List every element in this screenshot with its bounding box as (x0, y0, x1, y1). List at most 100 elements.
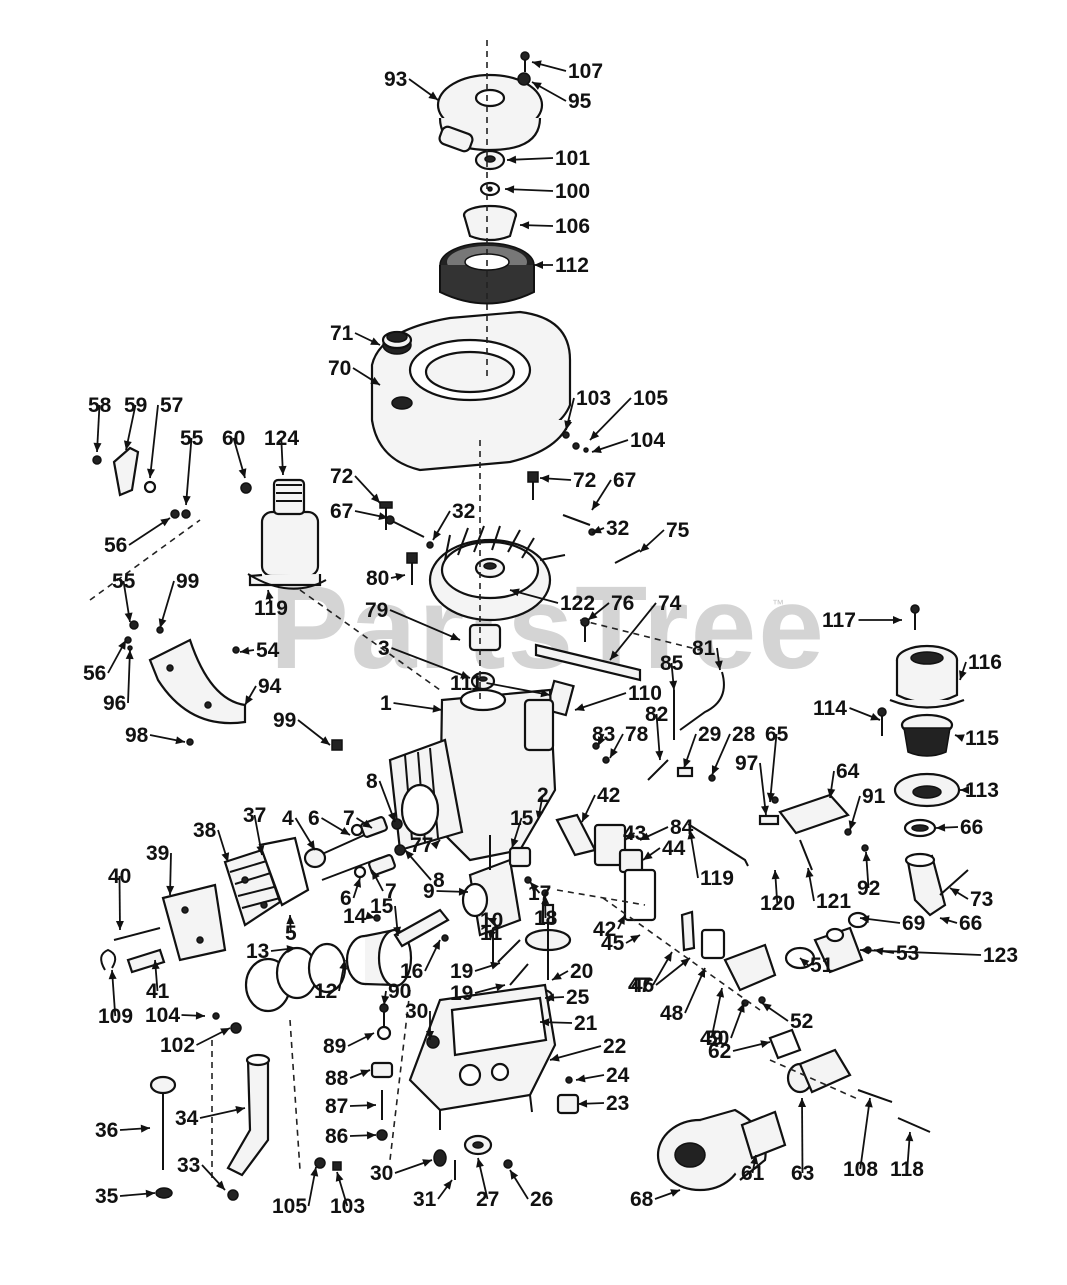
screw-16 (441, 934, 449, 942)
callout-122: 122 (560, 592, 595, 615)
seal-3 (470, 671, 496, 691)
callout-115: 115 (965, 727, 999, 750)
screw-54 (232, 646, 240, 654)
arrowhead-103 (335, 1172, 344, 1182)
callout-111: 111 (450, 672, 483, 695)
callout-56: 56 (83, 662, 106, 685)
callout-103: 103 (330, 1195, 365, 1218)
callout-119: 119 (254, 597, 288, 620)
callout-3: 3 (378, 637, 390, 660)
arrowhead-111 (540, 689, 550, 698)
arrowhead-95 (532, 82, 542, 90)
spacer-99-lower (331, 739, 343, 751)
arrowhead-7 (362, 819, 372, 828)
callout-12: 12 (314, 980, 337, 1003)
leader-65 (769, 733, 778, 803)
arrowhead-7 (372, 870, 380, 880)
arrowhead-6 (340, 826, 350, 835)
flywheel-122 (428, 525, 566, 622)
arrowhead-121 (805, 868, 814, 878)
screw-80 (406, 552, 418, 585)
arrowhead-47 (664, 952, 672, 962)
arrowhead-97 (760, 805, 769, 815)
arrowhead-116 (959, 670, 967, 680)
callout-86: 86 (325, 1125, 348, 1148)
callout-58: 58 (88, 394, 112, 417)
arrowhead-38 (221, 852, 230, 862)
callout-94: 94 (258, 675, 282, 698)
plug-30-upper (426, 1035, 440, 1049)
arrowhead-109 (108, 970, 117, 980)
arrowhead-70 (370, 376, 380, 385)
callout-84: 84 (670, 816, 694, 839)
arrowhead-99 (158, 618, 167, 628)
arrowhead-62 (760, 1040, 770, 1049)
arrowhead-2 (535, 810, 544, 820)
leader-3 (391, 647, 471, 679)
screw-72-left (379, 501, 393, 530)
gasket-62 (768, 1028, 802, 1060)
callout-50: 50 (706, 1027, 729, 1050)
control-bracket-64 (778, 793, 850, 835)
callout-69: 69 (902, 912, 925, 935)
arrowhead-68 (670, 1189, 680, 1197)
callout-99: 99 (273, 709, 296, 732)
nut-95 (517, 72, 531, 86)
spring-7 (360, 816, 388, 838)
arrowhead-72 (540, 474, 550, 483)
callout-24: 24 (606, 1064, 630, 1087)
plug-30-lower (433, 1149, 447, 1167)
screw-24 (565, 1076, 573, 1084)
callout-68: 68 (630, 1188, 654, 1211)
leader-111 (486, 682, 551, 696)
screw-117 (910, 604, 920, 630)
watermark-trademark: ™ (772, 597, 784, 611)
arrowhead-82 (655, 750, 664, 760)
callout-47: 47 (628, 974, 651, 997)
callout-104: 104 (145, 1004, 180, 1027)
callout-78: 78 (625, 723, 649, 746)
callout-70: 70 (328, 357, 351, 380)
elbow-69 (904, 852, 947, 917)
callout-74: 74 (658, 592, 682, 615)
arrowhead-104 (195, 1011, 205, 1020)
callout-23: 23 (606, 1092, 629, 1115)
ring-104-lower (212, 1012, 220, 1020)
base-113 (893, 772, 961, 808)
screw-17 (524, 876, 532, 884)
callout-36: 36 (95, 1119, 118, 1142)
spring-82 (647, 759, 669, 781)
callout-52: 52 (790, 1010, 813, 1033)
washer-6b (353, 865, 367, 879)
arrowhead-55 (182, 495, 191, 505)
callout-35: 35 (95, 1185, 119, 1208)
blower-housing-70 (370, 310, 572, 472)
callout-29: 29 (698, 723, 721, 746)
callout-42: 42 (593, 918, 616, 941)
bracket-39 (161, 883, 227, 962)
arrowhead-32 (433, 530, 442, 540)
arrowhead-81 (714, 660, 723, 670)
arrowhead-5 (286, 915, 295, 925)
arrowhead-48 (697, 968, 705, 978)
bolt-118 (897, 1117, 931, 1133)
arrowhead-8 (388, 812, 396, 822)
arrowhead-51 (800, 958, 810, 967)
arrowhead-98 (175, 736, 185, 745)
callout-10: 10 (480, 909, 503, 932)
callout-32: 32 (606, 517, 629, 540)
screw-72-right (527, 471, 539, 500)
arrowhead-73 (950, 888, 960, 897)
callout-88: 88 (325, 1067, 349, 1090)
callout-120: 120 (760, 892, 795, 915)
connecting-rod-15 (393, 908, 450, 948)
screw-83 (592, 742, 600, 750)
callout-49: 49 (700, 1027, 723, 1050)
callout-72: 72 (330, 465, 353, 488)
arrowhead-76 (588, 611, 598, 620)
callout-71: 71 (330, 322, 354, 345)
arrowhead-37 (256, 845, 265, 855)
callout-105: 105 (633, 387, 668, 410)
arrowhead-55 (124, 612, 133, 622)
arrowhead-122 (510, 588, 520, 597)
